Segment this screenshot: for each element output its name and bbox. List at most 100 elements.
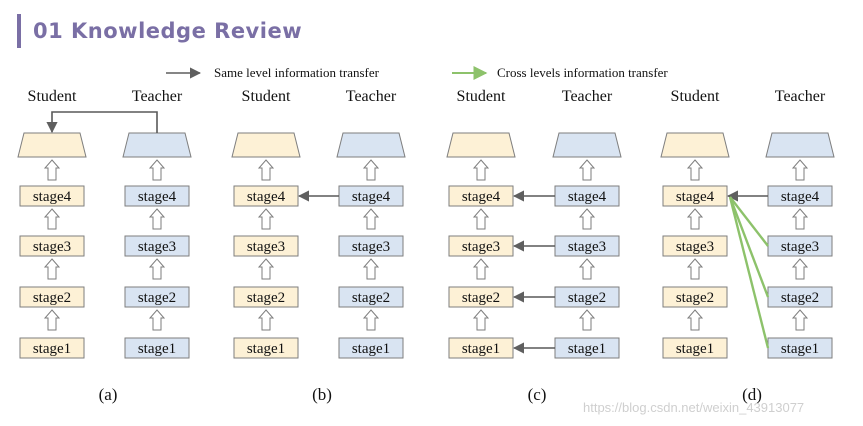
up-arrow-icon	[257, 258, 275, 280]
student-stage2-box	[662, 286, 728, 308]
panel-c: stage4stage3stage2stage1Studentstage4sta…	[446, 88, 622, 359]
up-arrow-icon	[148, 309, 166, 331]
student-stage4-label: stage4	[247, 189, 286, 205]
student-stage2-label: stage2	[462, 290, 500, 306]
student-stage3-box	[233, 235, 299, 257]
student-head-a	[17, 132, 87, 158]
up-arrow-icon	[362, 309, 380, 331]
up-arrow-icon	[43, 309, 61, 331]
student-stage2-label: stage2	[676, 290, 714, 306]
up-arrow-icon	[43, 208, 61, 230]
up-arrow-icon	[257, 159, 275, 181]
up-arrow-icon	[472, 258, 490, 280]
teacher-stage3-label: stage3	[568, 239, 606, 255]
teacher-stage3-label: stage3	[138, 239, 176, 255]
student-stage3-label: stage3	[247, 239, 285, 255]
teacher-stage1-label: stage1	[352, 341, 390, 357]
up-arrow-icon	[43, 258, 61, 280]
teacher-head-b	[336, 132, 406, 158]
teacher-stage1-label: stage1	[781, 341, 819, 357]
student-head-b	[231, 132, 301, 158]
teacher-head-d	[765, 132, 835, 158]
teacher-stage4-label: stage4	[781, 189, 820, 205]
student-stage4-label: stage4	[33, 189, 72, 205]
student-stage4-label: stage4	[462, 189, 501, 205]
up-arrow-icon	[148, 159, 166, 181]
teacher-stage1-label: stage1	[568, 341, 606, 357]
caption-b: (b)	[312, 385, 332, 404]
up-arrow-icon	[686, 208, 704, 230]
up-arrow-icon	[43, 159, 61, 181]
student-stage1-box	[19, 337, 85, 359]
student-stage1-box	[662, 337, 728, 359]
student-stage1-label: stage1	[676, 341, 714, 357]
up-arrow-icon	[791, 309, 809, 331]
up-arrow-icon	[148, 208, 166, 230]
teacher-stage3-label: stage3	[781, 239, 819, 255]
section-title: 01 Knowledge Review	[33, 19, 303, 43]
up-arrow-icon	[578, 159, 596, 181]
teacher-column-header: Teacher	[775, 88, 826, 105]
student-column-header: Student	[671, 88, 720, 105]
student-stage3-box	[19, 235, 85, 257]
student-stage1-label: stage1	[462, 341, 500, 357]
up-arrow-icon	[362, 258, 380, 280]
teacher-stage2-box	[338, 286, 404, 308]
teacher-head-c	[552, 132, 622, 158]
up-arrow-icon	[791, 258, 809, 280]
caption-d: (d)	[742, 385, 762, 404]
up-arrow-icon	[791, 208, 809, 230]
teacher-column-header: Teacher	[132, 88, 183, 105]
up-arrow-icon	[472, 208, 490, 230]
student-column-header: Student	[28, 88, 77, 105]
section-heading: 01 Knowledge Review	[17, 14, 302, 48]
student-stage3-label: stage3	[676, 239, 714, 255]
student-stage3-label: stage3	[33, 239, 71, 255]
student-stage4-label: stage4	[676, 189, 715, 205]
student-column-header: Student	[242, 88, 291, 105]
student-stage3-box	[662, 235, 728, 257]
student-head-d	[660, 132, 730, 158]
up-arrow-icon	[362, 159, 380, 181]
teacher-stage2-label: stage2	[138, 290, 176, 306]
up-arrow-icon	[362, 208, 380, 230]
teacher-stage4-label: stage4	[568, 189, 607, 205]
cross-level-arrow	[729, 196, 769, 247]
up-arrow-icon	[148, 258, 166, 280]
up-arrow-icon	[257, 208, 275, 230]
up-arrow-icon	[791, 159, 809, 181]
legend: Same level information transfer Cross le…	[166, 65, 668, 80]
caption-c: (c)	[528, 385, 547, 404]
teacher-stage4-label: stage4	[138, 189, 177, 205]
student-stage4-box	[19, 185, 85, 207]
heading-accent-bar	[17, 14, 21, 48]
panel-a: stage4stage3stage2stage1Studentstage4sta…	[17, 88, 192, 359]
head-transfer-arrow	[46, 111, 158, 134]
teacher-column-header: Teacher	[562, 88, 613, 105]
teacher-stage3-box	[338, 235, 404, 257]
teacher-head-a	[122, 132, 192, 158]
teacher-stage1-box	[338, 337, 404, 359]
student-stage2-label: stage2	[33, 290, 71, 306]
up-arrow-icon	[578, 258, 596, 280]
teacher-stage3-label: stage3	[352, 239, 390, 255]
up-arrow-icon	[257, 309, 275, 331]
up-arrow-icon	[686, 258, 704, 280]
teacher-stage4-box	[124, 185, 190, 207]
student-stage2-box	[19, 286, 85, 308]
up-arrow-icon	[578, 208, 596, 230]
student-stage3-label: stage3	[462, 239, 500, 255]
student-stage1-label: stage1	[247, 341, 285, 357]
up-arrow-icon	[578, 309, 596, 331]
panel-b: stage4stage3stage2stage1Studentstage4sta…	[231, 88, 406, 359]
up-arrow-icon	[472, 159, 490, 181]
cross-level-legend-label: Cross levels information transfer	[497, 65, 668, 80]
teacher-stage1-box	[124, 337, 190, 359]
watermark: https://blog.csdn.net/weixin_43913077	[583, 400, 804, 415]
teacher-stage4-label: stage4	[352, 189, 391, 205]
student-stage1-box	[233, 337, 299, 359]
teacher-stage2-label: stage2	[568, 290, 606, 306]
student-stage2-box	[233, 286, 299, 308]
